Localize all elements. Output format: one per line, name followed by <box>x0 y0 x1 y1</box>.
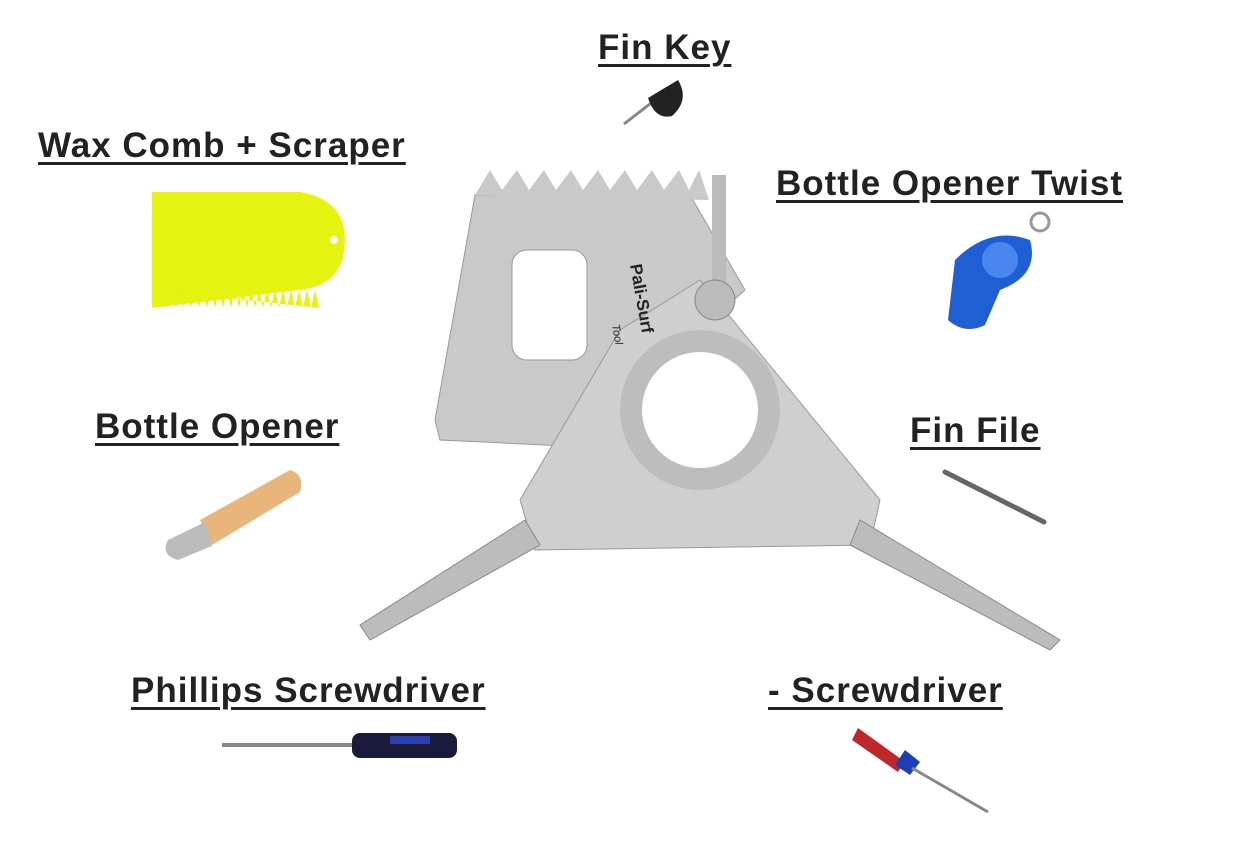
label-phillips-screwdriver: Phillips Screwdriver <box>131 671 486 710</box>
label-flat-screwdriver: - Screwdriver <box>768 671 1003 710</box>
label-fin-key: Fin Key <box>598 28 732 67</box>
label-bottle-opener-twist: Bottle Opener Twist <box>776 164 1123 203</box>
brand-sub: Tool <box>609 323 624 346</box>
fin-key-image <box>623 80 683 126</box>
label-wax-comb: Wax Comb + Scraper <box>38 126 406 165</box>
fin-file-image <box>942 469 1047 525</box>
phillips-screwdriver-image <box>222 733 457 758</box>
bottle-opener-image <box>165 470 302 560</box>
label-fin-file: Fin File <box>910 411 1041 450</box>
label-bottle-opener: Bottle Opener <box>95 407 340 446</box>
bottle-opener-twist-image <box>948 211 1051 329</box>
flat-screwdriver-image <box>852 728 989 814</box>
wax-comb-image <box>152 192 345 308</box>
multi-tool-image: Pali-Surf Tool <box>359 170 1061 651</box>
